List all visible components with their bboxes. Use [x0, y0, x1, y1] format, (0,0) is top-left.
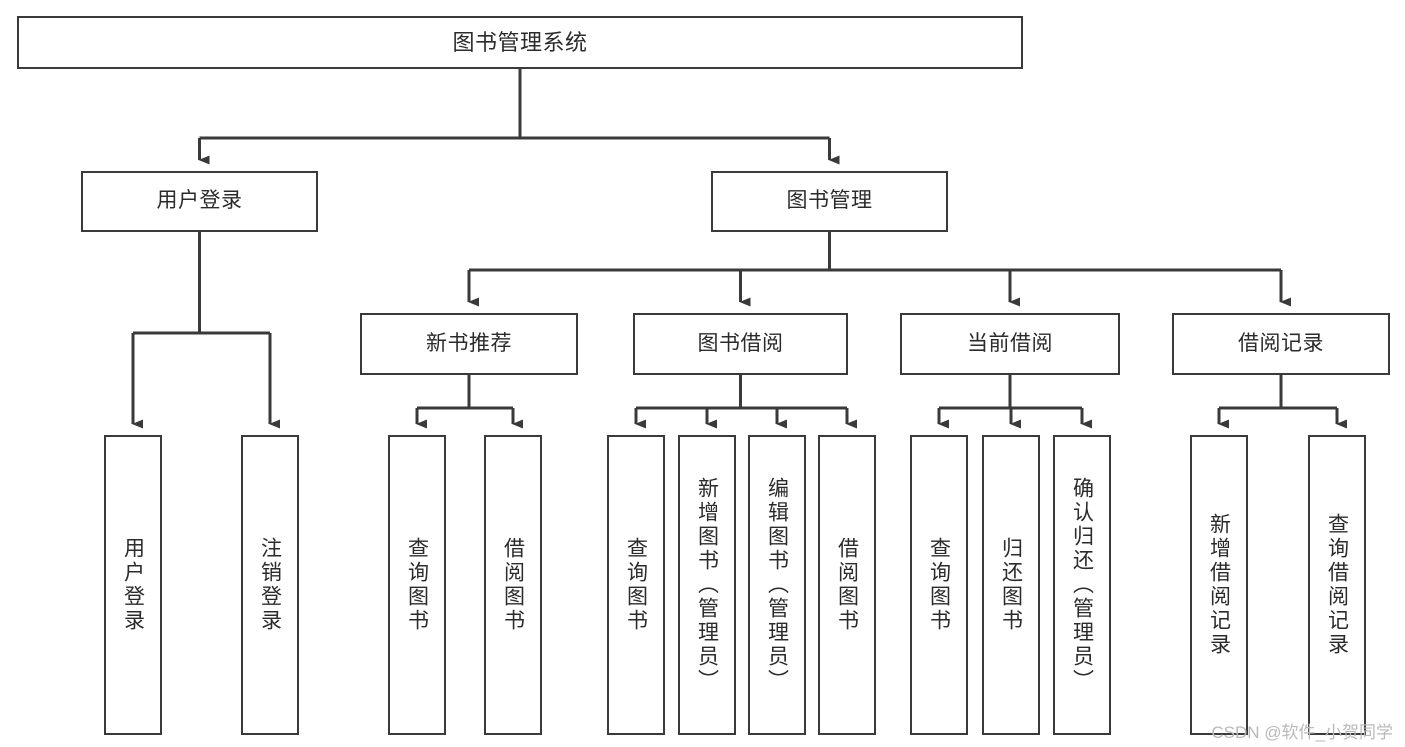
node-label: 借阅图书	[501, 537, 525, 633]
node-label: 图书管理系统	[452, 29, 588, 55]
node-label: 查询图书	[624, 537, 648, 633]
node-l-rec-query-record[interactable]: 查询借阅记录	[1308, 435, 1366, 735]
node-root[interactable]: 图书管理系统	[17, 16, 1023, 69]
node-l-rec-borrow-book[interactable]: 借阅图书	[484, 435, 542, 735]
node-n-book-borrow[interactable]: 图书借阅	[633, 313, 848, 375]
node-label: 新增借阅记录	[1207, 513, 1231, 657]
node-label: 新书推荐	[426, 331, 512, 355]
node-label: 新增图书（管理员）	[695, 477, 719, 693]
node-label: 用户登录	[156, 189, 243, 213]
node-label: 借阅记录	[1238, 331, 1324, 355]
node-l-brw-query-book[interactable]: 查询图书	[607, 435, 665, 735]
node-label: 查询图书	[405, 537, 429, 633]
node-n-book-manage[interactable]: 图书管理	[711, 171, 948, 232]
node-label: 注销登录	[258, 537, 282, 633]
node-l-user-logout[interactable]: 注销登录	[241, 435, 299, 735]
node-label: 图书借阅	[697, 331, 784, 355]
node-l-user-login[interactable]: 用户登录	[104, 435, 162, 735]
node-l-brw-borrow-book[interactable]: 借阅图书	[818, 435, 876, 735]
node-label: 用户登录	[121, 537, 145, 633]
node-n-user-login[interactable]: 用户登录	[81, 171, 318, 232]
node-l-cur-return-book[interactable]: 归还图书	[982, 435, 1040, 735]
node-label: 查询图书	[927, 537, 951, 633]
node-label: 归还图书	[999, 537, 1023, 633]
node-label: 借阅图书	[835, 537, 859, 633]
node-l-brw-edit-book[interactable]: 编辑图书（管理员）	[748, 435, 806, 735]
node-n-current-borrow[interactable]: 当前借阅	[900, 313, 1120, 375]
node-n-borrow-record[interactable]: 借阅记录	[1172, 313, 1390, 375]
node-label: 确认归还（管理员）	[1070, 477, 1094, 693]
node-label: 编辑图书（管理员）	[765, 477, 789, 693]
node-label: 当前借阅	[967, 331, 1053, 355]
node-n-new-book-rec[interactable]: 新书推荐	[360, 313, 578, 375]
node-label: 查询借阅记录	[1325, 513, 1349, 657]
node-l-rec-add-record[interactable]: 新增借阅记录	[1190, 435, 1248, 735]
node-label: 图书管理	[786, 189, 873, 213]
node-l-cur-confirm-ret[interactable]: 确认归还（管理员）	[1053, 435, 1111, 735]
node-l-cur-query-book[interactable]: 查询图书	[910, 435, 968, 735]
node-l-brw-add-book[interactable]: 新增图书（管理员）	[678, 435, 736, 735]
csdn-watermark: CSDN @软件_小贺同学	[1211, 723, 1393, 742]
node-l-rec-query-book[interactable]: 查询图书	[388, 435, 446, 735]
